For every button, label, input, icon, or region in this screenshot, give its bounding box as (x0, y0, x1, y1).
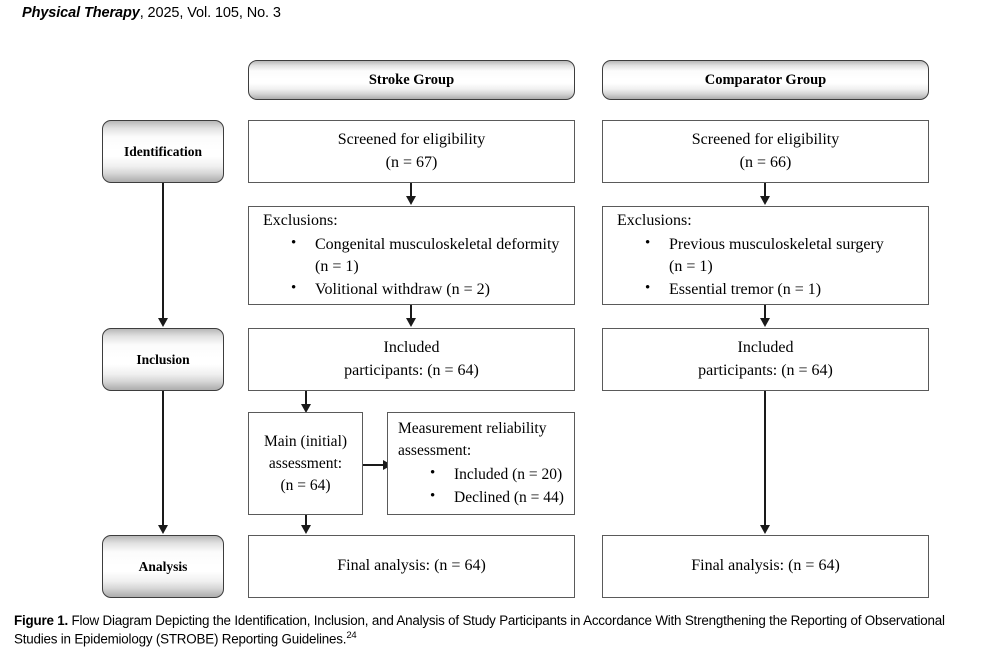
box-stroke-included: Included participants: (n = 64) (248, 328, 575, 391)
connector-comparator-exclusions-to-included (764, 305, 766, 322)
arrowhead-inclusion-to-analysis (157, 525, 168, 534)
box-comparator-exclusion-1-text: Previous musculoskeletal surgery (669, 236, 884, 254)
stage-label-inclusion: Inclusion (102, 328, 224, 391)
connector-identification-to-inclusion (162, 183, 164, 320)
connector-stroke-screened-to-exclusions (410, 183, 412, 200)
box-comparator-included-line2: participants: (n = 64) (698, 361, 833, 379)
arrowhead-comparator-exclusions-to-included (759, 318, 770, 327)
list-item: Previous musculoskeletal surgery (n = 1) (645, 233, 918, 278)
column-header-comparator-group-label: Comparator Group (704, 71, 827, 88)
box-stroke-screened-line1: Screened for eligibility (337, 130, 486, 148)
box-comparator-screened-line1: Screened for eligibility (691, 130, 840, 148)
box-stroke-reliability-list: Included (n = 20) Declined (n = 44) (398, 463, 564, 508)
arrowhead-identification-to-inclusion (157, 318, 168, 327)
connector-stroke-main-assessment-to-final (305, 515, 307, 527)
box-comparator-screened: Screened for eligibility (n = 66) (602, 120, 929, 183)
stage-label-analysis: Analysis (102, 535, 224, 598)
box-stroke-reliability-assessment: Measurement reliability assessment: Incl… (387, 412, 575, 515)
box-stroke-exclusions: Exclusions: Congenital musculoskeletal d… (248, 206, 575, 305)
list-item: Essential tremor (n = 1) (645, 278, 918, 301)
figure-caption: Figure 1. Flow Diagram Depicting the Ide… (14, 612, 989, 649)
column-header-stroke-group-label: Stroke Group (368, 71, 455, 88)
connector-inclusion-to-analysis (162, 391, 164, 527)
box-stroke-screened-line2: (n = 67) (385, 153, 438, 171)
stage-label-inclusion-text: Inclusion (136, 351, 190, 367)
figure-caption-text: Flow Diagram Depicting the Identificatio… (14, 613, 945, 647)
journal-issue: , 2025, Vol. 105, No. 3 (139, 5, 281, 21)
list-item: Declined (n = 44) (430, 485, 564, 508)
stage-label-identification: Identification (102, 120, 224, 183)
connector-comparator-screened-to-exclusions (764, 183, 766, 200)
journal-title: Physical Therapy (22, 5, 140, 21)
box-comparator-final-analysis: Final analysis: (n = 64) (602, 535, 929, 598)
box-comparator-exclusion-1-sub: (n = 1) (669, 257, 713, 275)
box-stroke-main-assessment-line2: assessment: (268, 454, 343, 472)
column-header-stroke-group: Stroke Group (248, 60, 575, 100)
box-comparator-included: Included participants: (n = 64) (602, 328, 929, 391)
box-stroke-exclusion-1-sub: (n = 1) (315, 257, 359, 275)
box-stroke-reliability-line1: Measurement reliability (398, 420, 547, 438)
arrowhead-stroke-exclusions-to-included (405, 318, 416, 327)
arrowhead-stroke-main-assessment-to-final (300, 525, 311, 534)
box-comparator-screened-line2: (n = 66) (739, 153, 792, 171)
box-stroke-main-assessment-line3: (n = 64) (280, 476, 331, 494)
arrowhead-stroke-screened-to-exclusions (405, 196, 416, 205)
box-stroke-reliability-item-2: Declined (n = 44) (454, 488, 564, 506)
figure-caption-reference: 24 (346, 630, 357, 642)
box-comparator-exclusions: Exclusions: Previous musculoskeletal sur… (602, 206, 929, 305)
flow-diagram: Stroke Group Comparator Group Identifica… (0, 0, 1001, 605)
connector-comparator-included-to-final (764, 391, 766, 527)
connector-stroke-included-to-main-assessment (305, 391, 307, 408)
box-stroke-main-assessment-line1: Main (initial) (263, 432, 348, 450)
list-item: Included (n = 20) (430, 463, 564, 485)
box-stroke-exclusions-list: Congenital musculoskeletal deformity (n … (263, 233, 564, 301)
stage-label-analysis-text: Analysis (138, 558, 188, 574)
journal-running-head: Physical Therapy, 2025, Vol. 105, No. 3 (22, 5, 281, 21)
box-stroke-included-line1: Included (383, 338, 440, 356)
box-stroke-exclusion-2-text: Volitional withdraw (n = 2) (315, 280, 490, 298)
box-stroke-reliability-line2: assessment: (398, 442, 472, 460)
arrowhead-comparator-included-to-final (759, 525, 770, 534)
box-comparator-final-analysis-text: Final analysis: (n = 64) (691, 557, 840, 575)
box-comparator-exclusions-title: Exclusions: (617, 211, 692, 229)
box-stroke-final-analysis: Final analysis: (n = 64) (248, 535, 575, 598)
figure-caption-label: Figure 1. (14, 613, 69, 628)
box-stroke-reliability-item-1: Included (n = 20) (454, 466, 563, 484)
box-comparator-exclusion-2-text: Essential tremor (n = 1) (669, 280, 822, 298)
arrowhead-stroke-included-to-main-assessment (300, 404, 311, 413)
box-stroke-exclusions-title: Exclusions: (263, 211, 338, 229)
connector-stroke-exclusions-to-included (410, 305, 412, 322)
box-stroke-screened: Screened for eligibility (n = 67) (248, 120, 575, 183)
box-comparator-included-line1: Included (737, 338, 794, 356)
box-stroke-main-assessment: Main (initial) assessment: (n = 64) (248, 412, 363, 515)
box-stroke-included-line2: participants: (n = 64) (344, 361, 479, 379)
box-comparator-exclusions-list: Previous musculoskeletal surgery (n = 1)… (617, 233, 918, 301)
connector-main-to-reliability-assessment (363, 464, 384, 466)
stage-label-identification-text: Identification (123, 143, 202, 159)
column-header-comparator-group: Comparator Group (602, 60, 929, 100)
list-item: Congenital musculoskeletal deformity (n … (291, 233, 564, 278)
box-stroke-final-analysis-text: Final analysis: (n = 64) (337, 557, 486, 575)
arrowhead-comparator-screened-to-exclusions (759, 196, 770, 205)
box-stroke-exclusion-1-text: Congenital musculoskeletal deformity (315, 236, 560, 254)
list-item: Volitional withdraw (n = 2) (291, 278, 564, 301)
